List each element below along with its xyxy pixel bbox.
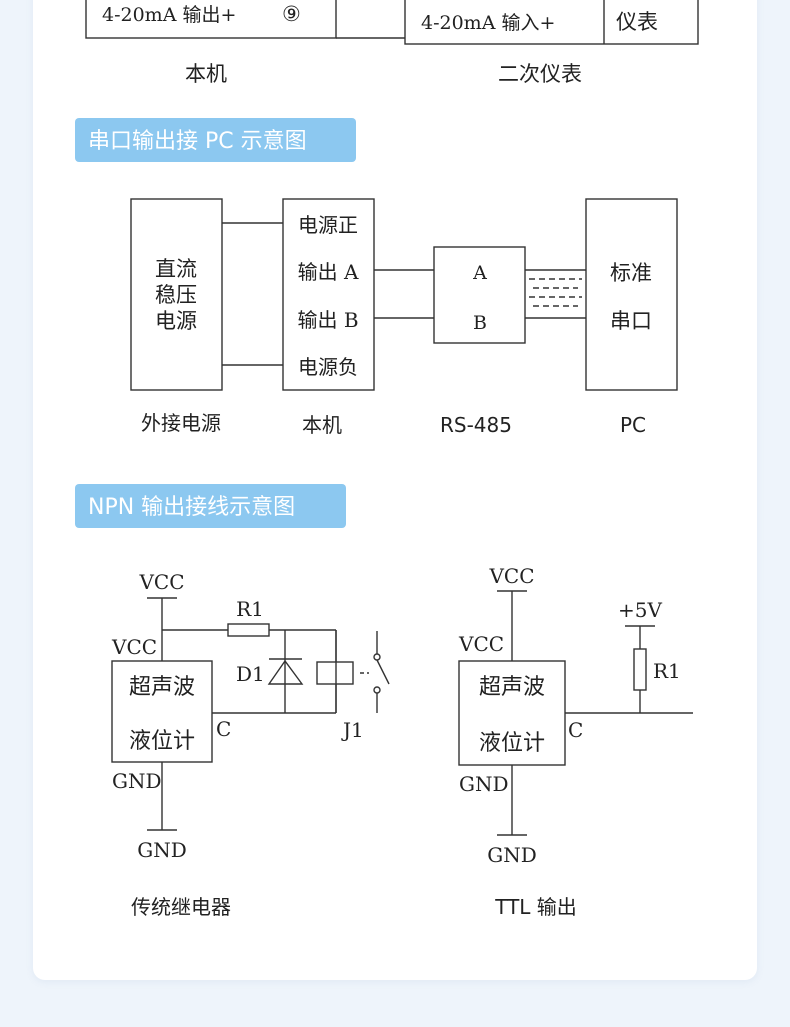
- relay-r1-resistor: [227, 623, 270, 637]
- pc-text-line: 串口: [610, 309, 652, 333]
- device-row-power-plus: 电源正: [298, 213, 358, 237]
- relay-gnd-side: GND: [112, 769, 162, 793]
- serial-badge-text: 串口输出接 PC 示意图: [88, 129, 307, 154]
- converter-label-a: A: [472, 262, 487, 284]
- pc-text-line: 标准: [610, 261, 652, 285]
- local-terminal-number: ⑨: [282, 2, 301, 26]
- device-row-output-a: 输出 A: [298, 260, 359, 284]
- psu-text-line: 电源: [155, 309, 197, 333]
- caption-meter: 二次仪表: [498, 62, 582, 86]
- relay-vcc-top: VCC: [138, 570, 184, 594]
- caption-pc: PC: [620, 413, 646, 437]
- meter-terminal-box: [404, 0, 699, 45]
- relay-r1-label: R1: [236, 597, 264, 621]
- relay-gnd-bottom: GND: [137, 838, 187, 862]
- meter-cell-label: 仪表: [616, 10, 658, 34]
- device-box: [282, 198, 375, 391]
- psu-text-line: 直流: [155, 257, 197, 281]
- caption-converter: RS-485: [440, 413, 512, 437]
- caption-local: 本机: [185, 62, 227, 86]
- relay-device-line: 超声波: [129, 675, 195, 700]
- npn-badge-text: NPN 输出接线示意图: [88, 495, 295, 520]
- serial-badge: [75, 118, 356, 162]
- converter-box: [433, 246, 526, 344]
- relay-d1-label: D1: [236, 662, 265, 686]
- twisted-pair-icon: [529, 278, 582, 307]
- psu-box: [130, 198, 223, 391]
- local-terminal-label: 4-20mA 输出+: [102, 4, 236, 26]
- psu-text-line: 稳压: [155, 283, 197, 307]
- local-terminal-box: [85, 0, 337, 39]
- relay-switch-icon: [376, 659, 390, 685]
- npn-badge: [75, 484, 346, 528]
- ttl-c-label: C: [568, 718, 583, 742]
- pc-box: [585, 198, 678, 391]
- relay-vcc-side: VCC: [111, 635, 157, 659]
- device-row-output-b: 输出 B: [297, 308, 358, 332]
- device-row-power-minus: 电源负: [298, 355, 358, 379]
- caption-psu: 外接电源: [141, 411, 221, 435]
- ttl-device-line: 液位计: [479, 731, 545, 756]
- converter-label-b: B: [473, 312, 487, 334]
- meter-terminal-label: 4-20mA 输入+: [421, 12, 555, 34]
- relay-coil-icon: [316, 661, 354, 685]
- ttl-gnd-side: GND: [459, 772, 509, 796]
- ttl-caption: TTL 输出: [494, 895, 577, 919]
- ttl-vcc-top: VCC: [488, 564, 534, 588]
- caption-device: 本机: [302, 413, 342, 437]
- ttl-device-line: 超声波: [479, 675, 545, 700]
- ttl-gnd-bottom: GND: [487, 843, 537, 867]
- ttl-r1-label: R1: [653, 659, 681, 683]
- relay-c-label: C: [216, 717, 231, 741]
- relay-device-line: 液位计: [129, 729, 195, 754]
- diode-d1-icon: [267, 659, 304, 685]
- ttl-vcc-side: VCC: [458, 632, 504, 656]
- relay-caption: 传统继电器: [131, 895, 231, 919]
- ttl-r1-resistor: [633, 648, 647, 691]
- ttl-plus5v-label: +5V: [618, 598, 662, 622]
- relay-j1-label: J1: [341, 718, 364, 742]
